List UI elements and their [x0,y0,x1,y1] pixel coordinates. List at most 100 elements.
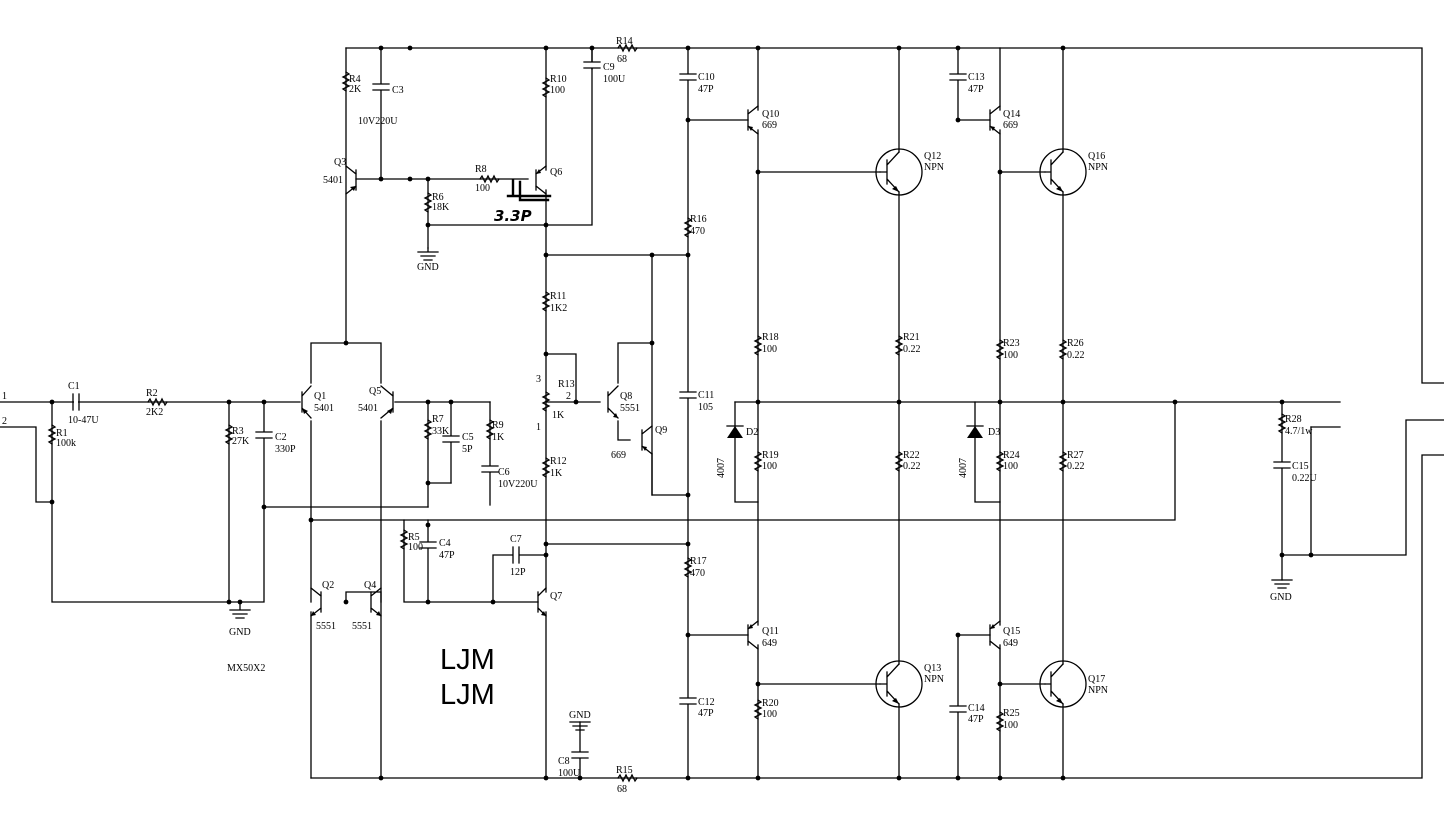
r27-ref: R27 [1067,450,1084,461]
c5-value: 5P [462,444,473,455]
transistor-q1 [301,385,312,419]
q7-ref: Q7 [550,591,562,602]
r23-value: 100 [1003,350,1018,361]
q13-ref: Q13 [924,663,941,674]
r5-value: 100 [408,542,423,553]
r3-value: 27K [232,436,250,447]
resistors [47,43,1287,783]
r21-ref: R21 [903,332,920,343]
c12-ref: C12 [698,697,715,708]
r24-value: 100 [1003,461,1018,472]
transistor-q14 [989,105,1001,135]
resistor-r2 [147,397,168,407]
handwritten-capacitor-sketch [506,178,552,202]
resistor-r15 [617,773,638,783]
r18-value: 100 [762,344,777,355]
c2-value: 330P [275,444,296,455]
c13-value: 47P [968,84,984,95]
d2-ref: D2 [746,427,758,438]
r22-value: 0.22 [903,461,921,472]
q5-ref: Q5 [369,386,381,397]
resistor-r21 [894,335,904,356]
r19-ref: R19 [762,450,779,461]
r24-ref: R24 [1003,450,1020,461]
r22-ref: R22 [903,450,920,461]
net-label: 3 [536,374,541,385]
r16-value: 470 [690,226,705,237]
resistor-r1 [47,424,57,445]
capacitor-c14 [949,705,967,713]
r13-value: 1K [552,410,565,421]
q14-value: 669 [1003,120,1018,131]
r8-ref: R8 [475,164,487,175]
q11-ref: Q11 [762,626,779,637]
ground-icon [1271,579,1293,589]
capacitor-c8 [571,751,589,759]
resistor-r3 [224,424,234,445]
q3-ref: Q3 [334,157,346,168]
q8-ref: Q8 [620,391,632,402]
resistor-r20 [753,699,763,720]
capacitor-c4 [419,541,437,549]
r28-ref: R28 [1285,414,1302,425]
q1-ref: Q1 [314,391,326,402]
r13-ref: R13 [558,379,575,390]
r12-value: 1K [550,468,563,479]
transistor-q11 [747,620,759,650]
transistor-q2 [310,587,322,617]
r21-value: 0.22 [903,344,921,355]
capacitor-c5 [442,435,460,443]
q15-value: 649 [1003,638,1018,649]
r1-value: 100k [56,438,76,449]
c6-value: 10V220U [498,479,538,490]
c11-value: 105 [698,402,713,413]
resistor-r19 [753,451,763,472]
capacitor-c7 [512,546,520,564]
transistor-q3 [345,165,357,195]
d3-ref: D3 [988,427,1000,438]
r10-value: 100 [550,85,565,96]
model-label: MX50X2 [227,663,265,674]
capacitor-c13 [949,73,967,81]
q2-ref: Q2 [322,580,334,591]
q8-value: 5551 [620,403,640,414]
r26-value: 0.22 [1067,350,1085,361]
junction-dots [49,45,1314,781]
c14-value: 47P [968,714,984,725]
transistor-q12 [875,148,923,196]
small-transistors [301,105,1001,650]
resistor-r23 [995,339,1005,360]
r7-value: 33K [432,426,450,437]
handwritten-note: 3.3P [494,207,532,225]
labels: 1 2 3 2 1 GND GND GND GND MX50X2 LJM LJM… [2,36,1318,795]
resistor-r24 [995,451,1005,472]
transistor-q16 [1039,148,1087,196]
resistor-r4 [341,71,351,92]
r20-ref: R20 [762,698,779,709]
diode-d3 [966,425,984,438]
transistor-q9 [641,425,653,496]
r9-value: 1K [492,432,505,443]
r19-value: 100 [762,461,777,472]
transistor-q7 [537,587,547,617]
r23-ref: R23 [1003,338,1020,349]
r6-ref: R6 [432,192,444,203]
c15-ref: C15 [1292,461,1309,472]
r8-value: 100 [475,183,490,194]
gnd-label: GND [1270,592,1292,603]
c12-value: 47P [698,708,714,719]
transistor-q17 [1039,660,1087,708]
q11-value: 649 [762,638,777,649]
power-transistors [875,148,1087,708]
r4-ref: R4 [349,74,361,85]
r15-value: 68 [617,784,627,795]
ground-icon [229,601,251,619]
transistor-q6 [535,165,547,195]
d2-value: 4007 [716,458,727,478]
capacitor-c10 [679,73,697,81]
c7-ref: C7 [510,534,522,545]
r11-ref: R11 [550,291,566,302]
capacitor-c15 [1273,461,1291,469]
c9-value: 100U [603,74,626,85]
